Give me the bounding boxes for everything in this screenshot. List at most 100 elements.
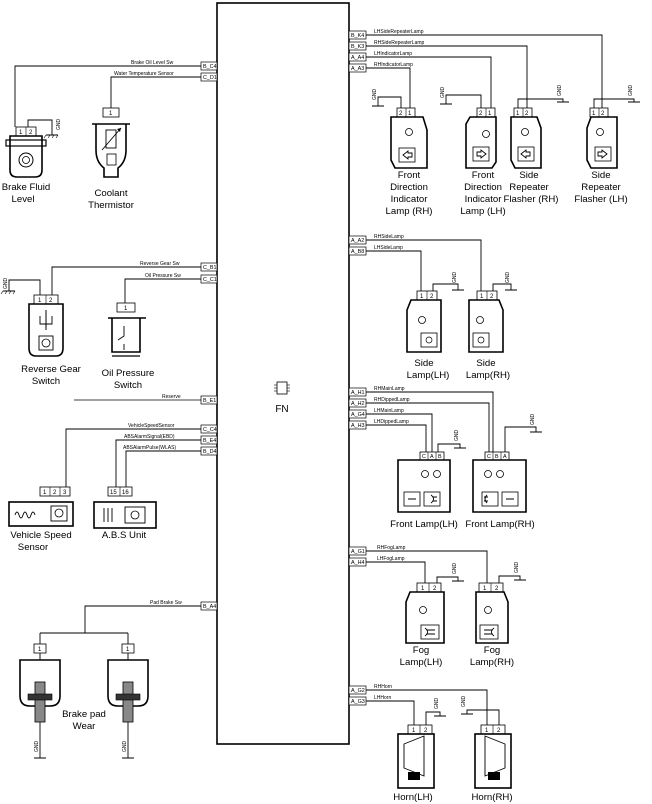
svg-text:RHFogLamp: RHFogLamp xyxy=(377,545,406,551)
pin-c-c4: C_C4 xyxy=(203,427,217,433)
svg-text:1: 1 xyxy=(421,586,425,592)
svg-text:2: 2 xyxy=(29,130,33,136)
svg-text:LHSideRepeaterLamp: LHSideRepeaterLamp xyxy=(374,29,424,35)
svg-text:15: 15 xyxy=(110,490,117,496)
svg-text:A_G3: A_G3 xyxy=(351,699,365,705)
svg-text:1: 1 xyxy=(420,294,424,300)
svg-text:RHIndicatorLamp: RHIndicatorLamp xyxy=(374,62,413,68)
svg-text:A_H1: A_H1 xyxy=(351,390,365,396)
svg-text:A: A xyxy=(430,454,434,460)
svg-text:2: 2 xyxy=(430,294,434,300)
svg-text:GND: GND xyxy=(461,696,467,708)
side-lamp-rh: 1 2 Side Lamp(RH) xyxy=(466,290,510,381)
caption-reverse-gear-1: Reverse Gear xyxy=(21,364,82,375)
fog-lamp-rh: 1 2 Fog Lamp(RH) xyxy=(470,582,514,668)
front-lamp-rh: C B A Front Lamp(RH) xyxy=(465,451,535,530)
svg-text:2: 2 xyxy=(424,728,428,734)
svg-text:RHDippedLamp: RHDippedLamp xyxy=(374,397,410,403)
svg-text:Lamp (RH): Lamp (RH) xyxy=(386,206,433,217)
svg-text:B: B xyxy=(495,454,499,460)
svg-text:GND: GND xyxy=(434,698,440,710)
svg-text:GND: GND xyxy=(372,89,378,101)
wire-label-abs-pulse: ABSAlarmPulse(WLAS) xyxy=(123,445,176,451)
svg-text:Lamp(RH): Lamp(RH) xyxy=(466,370,510,381)
svg-text:Front Lamp(LH): Front Lamp(LH) xyxy=(390,519,458,530)
gnd-label: GND xyxy=(34,741,40,753)
wire-label-oil-pressure: Oil Pressure Sw xyxy=(145,273,181,279)
svg-text:Repeater: Repeater xyxy=(581,182,621,193)
front-indicator-rh: 2 1 Front Direction Indicator Lamp (RH) xyxy=(386,107,433,217)
svg-text:A_A2: A_A2 xyxy=(351,238,364,244)
horn-lh: 1 2 Horn(LH) xyxy=(393,724,435,803)
svg-text:2: 2 xyxy=(53,490,57,496)
svg-text:Front: Front xyxy=(398,170,421,181)
caption-coolant-2: Thermistor xyxy=(88,200,135,211)
caption-reverse-gear-2: Switch xyxy=(32,376,60,387)
svg-text:Side: Side xyxy=(519,170,538,181)
pin-b-a4: B_A4 xyxy=(203,604,216,610)
svg-text:LHFogLamp: LHFogLamp xyxy=(377,556,405,562)
svg-text:1: 1 xyxy=(38,298,42,304)
svg-text:GND: GND xyxy=(505,272,511,284)
svg-text:A_A4: A_A4 xyxy=(351,55,364,61)
svg-text:Horn(RH): Horn(RH) xyxy=(471,792,512,803)
vehicle-speed-sensor: VehicleSpeedSensor 1 2 3 Vehicle Speed S… xyxy=(8,423,201,553)
svg-text:B_K3: B_K3 xyxy=(351,44,364,50)
caption-vss-1: Vehicle Speed xyxy=(10,530,71,541)
svg-text:2: 2 xyxy=(433,586,437,592)
svg-text:Lamp(LH): Lamp(LH) xyxy=(400,657,443,668)
svg-text:LHSideLamp: LHSideLamp xyxy=(374,245,403,251)
pin-b-c4: B_C4 xyxy=(203,64,217,70)
svg-text:A_G4: A_G4 xyxy=(351,412,365,418)
caption-oil-pressure-1: Oil Pressure xyxy=(102,368,155,379)
svg-text:2: 2 xyxy=(490,294,494,300)
svg-text:GND: GND xyxy=(557,85,563,97)
pin-b-e1: B_E1 xyxy=(203,398,216,404)
wire-label-abs-signal: ABSAlarmSignal(EBD) xyxy=(124,434,175,440)
brake-fluid-level-sensor: Brake Oil Level Sw GND 1 2 Brake Fluid L… xyxy=(2,60,201,205)
svg-text:Direction: Direction xyxy=(390,182,428,193)
caption-brake-pad-1: Brake pad xyxy=(62,709,106,720)
pin-c-c1: C_C1 xyxy=(203,277,217,283)
svg-text:GND: GND xyxy=(452,272,458,284)
svg-text:A_G1: A_G1 xyxy=(351,549,365,555)
caption-abs: A.B.S Unit xyxy=(102,530,147,541)
indicator-group: LHSideRepeaterLamp RHSideRepeaterLamp LH… xyxy=(366,29,640,217)
svg-text:LHDippedLamp: LHDippedLamp xyxy=(374,419,409,425)
svg-text:A_G2: A_G2 xyxy=(351,688,365,694)
svg-text:GND: GND xyxy=(514,562,520,574)
side-lamp-lh: 1 2 Side Lamp(LH) xyxy=(406,290,449,381)
svg-text:Flasher (LH): Flasher (LH) xyxy=(574,194,627,205)
caption-brake-pad-2: Wear xyxy=(73,721,97,732)
svg-text:Fog: Fog xyxy=(484,645,501,656)
wire-label-water-temp: Water Temperature Sensor xyxy=(114,71,174,77)
horns-group: RHHorn LHHorn GND GND 1 2 Horn(LH) 1 2 H… xyxy=(366,684,513,803)
brake-pad-wear: Pad Brake Sw 1 1 GND GND Brake pad Wear xyxy=(19,600,201,759)
svg-text:Repeater: Repeater xyxy=(509,182,549,193)
svg-text:A_H4: A_H4 xyxy=(351,560,365,566)
svg-text:2: 2 xyxy=(601,111,605,117)
ground-icon xyxy=(372,101,640,107)
wire-label-reserve: Reserve xyxy=(162,394,181,400)
caption-vss-2: Sensor xyxy=(18,542,49,553)
svg-text:B: B xyxy=(438,454,442,460)
oil-pressure-switch: Oil Pressure Sw 1 Oil Pressure Switch xyxy=(102,273,201,391)
caption-oil-pressure-2: Switch xyxy=(114,380,142,391)
svg-text:A_A3: A_A3 xyxy=(351,66,364,72)
svg-text:Flasher (RH): Flasher (RH) xyxy=(504,194,559,205)
svg-text:1: 1 xyxy=(124,306,128,312)
svg-text:Lamp (LH): Lamp (LH) xyxy=(460,206,505,217)
fn-module-box xyxy=(216,2,350,745)
svg-text:GND: GND xyxy=(440,87,446,99)
svg-text:1: 1 xyxy=(126,647,130,653)
caption-coolant-1: Coolant xyxy=(94,188,127,199)
front-indicator-lh: 2 1 Front Direction Indicator Lamp (LH) xyxy=(460,107,506,217)
gnd-label: GND xyxy=(56,119,62,131)
svg-text:Lamp(RH): Lamp(RH) xyxy=(470,657,514,668)
svg-text:RHMainLamp: RHMainLamp xyxy=(374,386,405,392)
abs-unit: ABSAlarmSignal(EBD) ABSAlarmPulse(WLAS) … xyxy=(93,434,201,541)
svg-text:GND: GND xyxy=(454,430,460,442)
svg-text:1: 1 xyxy=(592,111,596,117)
svg-text:RHHorn: RHHorn xyxy=(374,684,392,690)
